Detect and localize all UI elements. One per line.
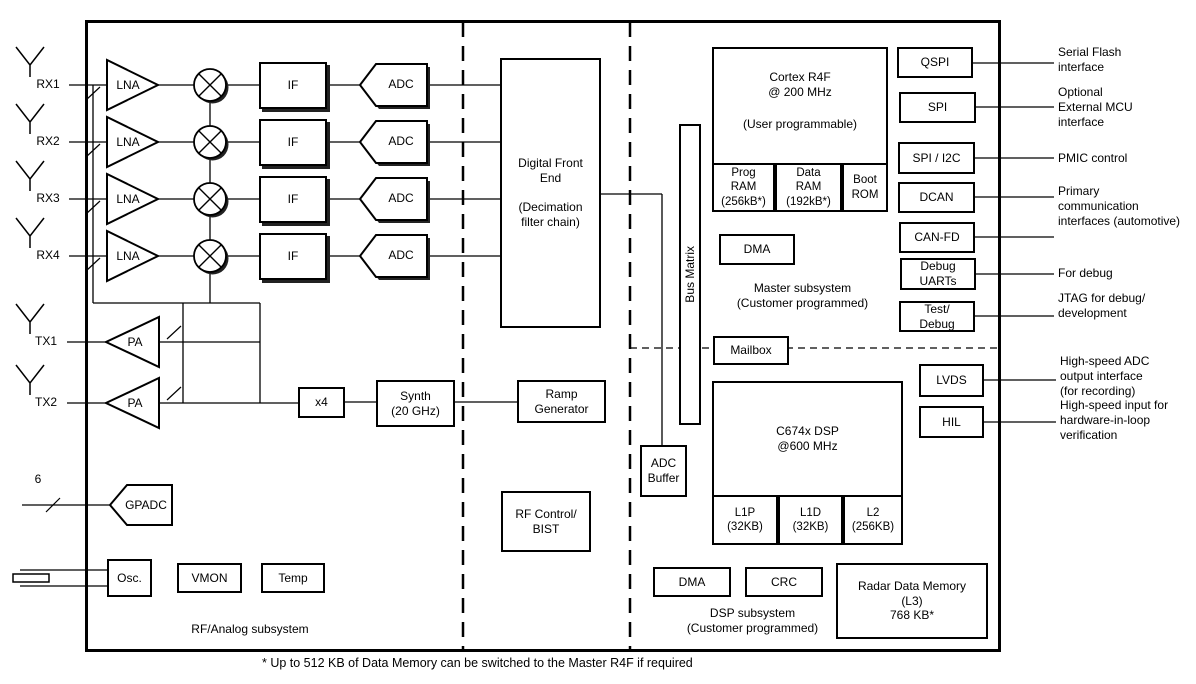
crystal-icon [12,569,107,587]
spi-block: SPI [899,92,976,123]
digital-front-end-block: Digital Front End (Decimation filter cha… [500,58,601,328]
temp-block: Temp [261,563,325,593]
ramp-generator-block: Ramp Generator [517,380,606,423]
prog-ram-block: Prog RAM (256kB*) [712,163,775,212]
rf-analog-subsystem-label: RF/Analog subsystem [191,622,309,636]
test-debug-block: Test/ Debug [899,301,975,332]
boot-rom-block: Boot ROM [842,163,888,212]
master-subsystem-label: Master subsystem (Customer programmed) [736,281,869,310]
lo-distribution [92,85,261,403]
gpadc-shape [108,484,173,526]
x4-multiplier-block: x4 [298,387,345,418]
pa-triangle-1 [103,315,160,369]
annotation-primary-comm: Primary communication interfaces (automo… [1058,184,1181,228]
l2-block: L2 (256KB) [843,495,903,545]
synth-block: Synth (20 GHz) [376,380,455,427]
lna-triangle-2 [106,115,161,169]
l1d-block: L1D (32KB) [778,495,843,545]
rx3-label: RX3 [27,191,69,206]
adc4-label: ADC [388,248,414,262]
if-block-4: IF [259,233,327,280]
cortex-r4f-subtitle: (User programmable) [742,117,858,131]
if-block-2: IF [259,119,327,166]
lna-triangle-3 [106,172,161,226]
lna1-label: LNA [116,78,140,92]
rx4-label: RX4 [27,248,69,263]
annotation-serial-flash: Serial Flash interface [1058,45,1122,74]
rf-control-bist-block: RF Control/ BIST [501,491,591,552]
lvds-block: LVDS [919,364,984,397]
tx2-label: TX2 [25,395,67,410]
pa1-label: PA [127,335,143,349]
dsp-dma-block: DMA [653,567,731,597]
radar-data-memory-block: Radar Data Memory (L3) 768 KB* [836,563,988,639]
master-dma-block: DMA [719,234,795,265]
adc-buffer-block: ADC Buffer [640,445,687,497]
lna4-label: LNA [116,249,140,263]
footnote: * Up to 512 KB of Data Memory can be swi… [262,656,693,670]
annotation-for-debug: For debug [1058,266,1113,280]
osc-block: Osc. [107,559,152,597]
spi-i2c-block: SPI / I2C [898,142,975,174]
if-block-3: IF [259,176,327,223]
data-ram-block: Data RAM (192kB*) [775,163,842,212]
annotation-pmic-control: PMIC control [1058,151,1128,165]
gpadc-label: GPADC [125,498,167,512]
hil-block: HIL [919,406,984,438]
dcan-block: DCAN [898,182,975,213]
mailbox-block: Mailbox [713,336,789,365]
adc-shapes [358,63,430,280]
pa2-label: PA [127,396,143,410]
adc3-label: ADC [388,191,414,205]
crc-block: CRC [745,567,823,597]
qspi-block: QSPI [897,47,973,78]
gpadc-bus-width-label: 6 [34,472,42,486]
annotation-adc-output: High-speed ADC output interface (for rec… [1060,354,1150,398]
rx2-label: RX2 [27,134,69,149]
pa-triangle-2 [103,376,160,430]
mixer-icons [193,68,229,275]
annotation-hardware-in-loop: High-speed input for hardware-in-loop ve… [1060,398,1169,442]
annotation-jtag: JTAG for debug/ development [1058,291,1146,320]
annotation-external-mcu: Optional External MCU interface [1058,85,1133,129]
tx1-label: TX1 [25,334,67,349]
bus-matrix-block: Bus Matrix [679,124,701,425]
rx1-label: RX1 [27,77,69,92]
coupler-slash-marks [45,86,182,513]
if-block-1: IF [259,62,327,109]
dsp-subsystem-label: DSP subsystem (Customer programmed) [686,606,819,635]
adc2-label: ADC [388,134,414,148]
dfe-output-wire [601,193,663,445]
lna-triangle-1 [106,58,161,112]
can-fd-block: CAN-FD [899,222,975,253]
l1p-block: L1P (32KB) [712,495,778,545]
chip-boundary [85,20,1001,652]
adc1-label: ADC [388,77,414,91]
cortex-r4f-title: Cortex R4F @ 200 MHz [768,70,832,99]
lna3-label: LNA [116,192,140,206]
peripheral-leader-lines [973,62,1056,423]
c674x-dsp-title: C674x DSP @600 MHz [776,424,839,453]
debug-uarts-block: Debug UARTs [900,258,976,290]
bus-matrix-label: Bus Matrix [682,246,697,303]
lna-triangle-4 [106,229,161,283]
vmon-block: VMON [177,563,242,593]
lna2-label: LNA [116,135,140,149]
